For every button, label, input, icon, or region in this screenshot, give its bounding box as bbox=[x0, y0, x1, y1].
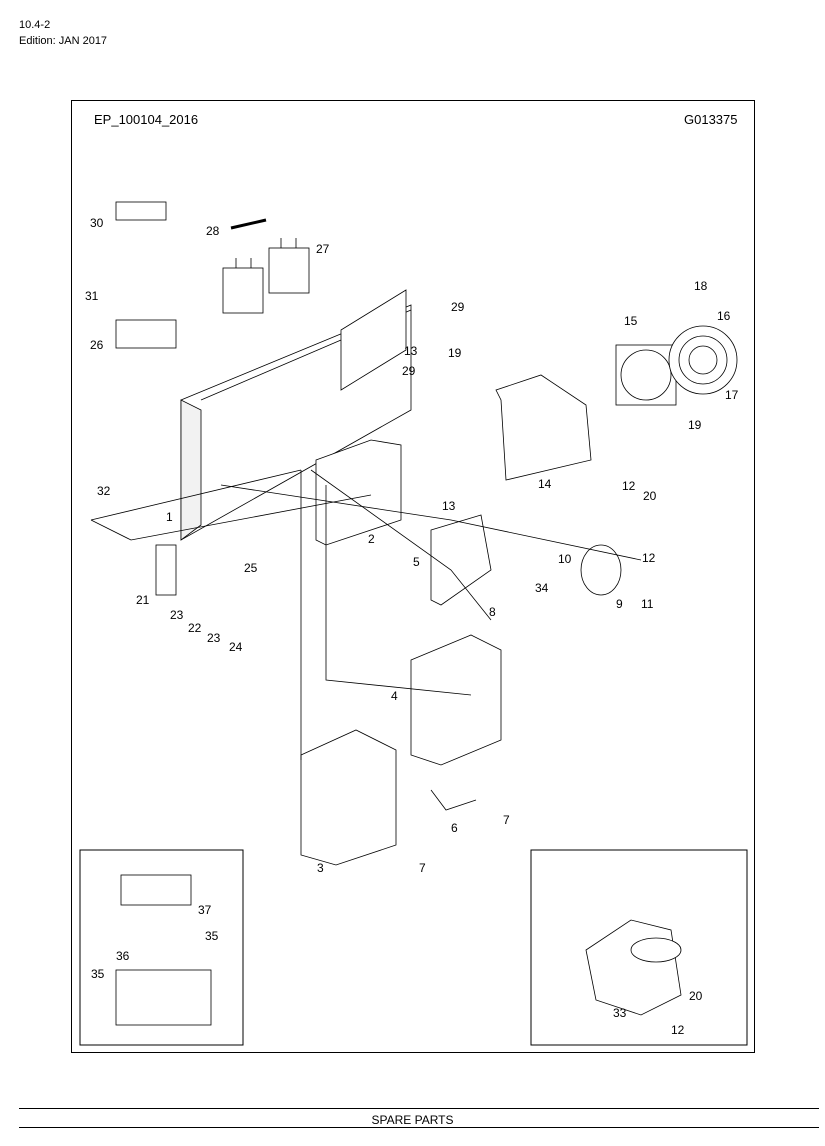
callout-34: 34 bbox=[535, 581, 549, 595]
callout-12b: 12 bbox=[622, 479, 636, 493]
exploded-parts-drawing: 1 2 3 4 5 6 7 7 8 9 10 11 12 12 13 13 14… bbox=[79, 201, 748, 1046]
callout-24: 24 bbox=[229, 640, 243, 654]
callout-17: 17 bbox=[725, 388, 739, 402]
drawing-code-right: G013375 bbox=[684, 112, 738, 127]
callout-22: 22 bbox=[188, 621, 202, 635]
footer-rule-top bbox=[19, 1108, 819, 1109]
callout-3: 3 bbox=[317, 861, 324, 875]
callout-10: 10 bbox=[558, 552, 572, 566]
inset-callout-35a: 35 bbox=[205, 929, 219, 943]
inset-callout-12: 12 bbox=[671, 1023, 685, 1037]
callout-2: 2 bbox=[368, 532, 375, 546]
callout-19a: 19 bbox=[448, 346, 462, 360]
callout-23b: 23 bbox=[207, 631, 221, 645]
callout-15: 15 bbox=[624, 314, 638, 328]
callout-27: 27 bbox=[316, 242, 330, 256]
callout-21: 21 bbox=[136, 593, 150, 607]
edition-label: Edition: JAN 2017 bbox=[19, 35, 108, 47]
callout-23a: 23 bbox=[170, 608, 184, 622]
callout-12a: 12 bbox=[642, 551, 656, 565]
callout-31: 31 bbox=[85, 289, 99, 303]
callout-14: 14 bbox=[538, 477, 552, 491]
footer-title: SPARE PARTS bbox=[371, 1113, 454, 1127]
drawing-frame bbox=[71, 100, 755, 1053]
inset-callout-20: 20 bbox=[689, 989, 703, 1003]
callout-13b: 13 bbox=[442, 499, 456, 513]
callout-16: 16 bbox=[717, 309, 731, 323]
callout-19b: 19 bbox=[688, 418, 702, 432]
callout-8: 8 bbox=[489, 605, 496, 619]
callout-7a: 7 bbox=[503, 813, 510, 827]
callout-6: 6 bbox=[451, 821, 458, 835]
footer-rule-bottom bbox=[19, 1127, 819, 1128]
callout-11: 11 bbox=[641, 597, 654, 611]
inset-fuse-detail: 37 35 36 35 bbox=[79, 849, 244, 1046]
callout-26: 26 bbox=[90, 338, 104, 352]
part-callouts: 1 2 3 4 5 6 7 7 8 9 10 11 12 12 13 13 14… bbox=[85, 216, 739, 875]
callout-1: 1 bbox=[166, 510, 173, 524]
callout-5: 5 bbox=[413, 555, 420, 569]
callout-4: 4 bbox=[391, 689, 398, 703]
callout-29a: 29 bbox=[451, 300, 465, 314]
inset-callout-33: 33 bbox=[613, 1006, 627, 1020]
callout-25: 25 bbox=[244, 561, 258, 575]
drawing-code-left: EP_100104_2016 bbox=[94, 112, 199, 127]
callout-18: 18 bbox=[694, 279, 708, 293]
callout-7b: 7 bbox=[419, 861, 426, 875]
inset-buzzer-detail: 20 33 12 bbox=[530, 849, 748, 1046]
callout-13a: 13 bbox=[404, 344, 418, 358]
inset-callout-35b: 35 bbox=[91, 967, 105, 981]
callout-9: 9 bbox=[616, 597, 623, 611]
inset-callout-36: 36 bbox=[116, 949, 130, 963]
callout-32: 32 bbox=[97, 484, 111, 498]
callout-28: 28 bbox=[206, 224, 220, 238]
inset-callout-37: 37 bbox=[198, 903, 212, 917]
page-number: 10.4-2 bbox=[19, 19, 51, 31]
callout-20: 20 bbox=[643, 489, 657, 503]
callout-29b: 29 bbox=[402, 364, 416, 378]
callout-30: 30 bbox=[90, 216, 104, 230]
